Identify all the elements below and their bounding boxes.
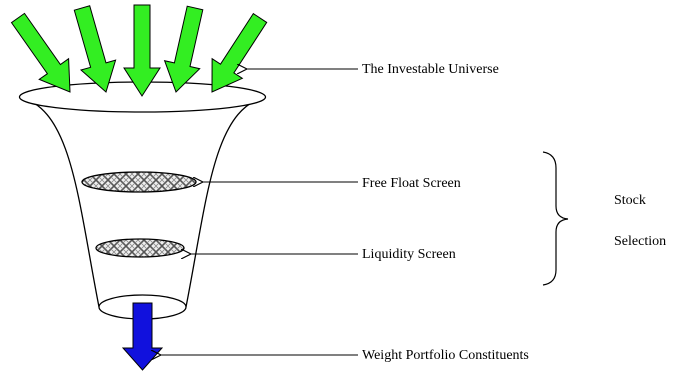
label-liquidity-screen: Liquidity Screen xyxy=(362,247,456,263)
input-arrows-group xyxy=(12,5,267,96)
label-investable-universe: The Investable Universe xyxy=(362,62,499,78)
label-weight-portfolio: Weight Portfolio Constituents xyxy=(362,348,529,364)
liquidity-screen xyxy=(96,239,184,257)
input-arrow-2 xyxy=(74,6,115,92)
label-stock-selection-line1: Stock xyxy=(614,193,646,209)
input-arrow-5 xyxy=(212,14,267,92)
label-free-float-screen: Free Float Screen xyxy=(362,176,461,192)
stock-selection-brace xyxy=(543,152,568,285)
label-stock-selection-line2: Selection xyxy=(614,234,666,250)
free-float-screen xyxy=(82,172,196,192)
funnel-left-wall xyxy=(20,97,99,307)
input-arrow-1 xyxy=(12,13,71,92)
funnel-right-wall xyxy=(186,97,265,307)
input-arrow-4 xyxy=(165,6,203,92)
